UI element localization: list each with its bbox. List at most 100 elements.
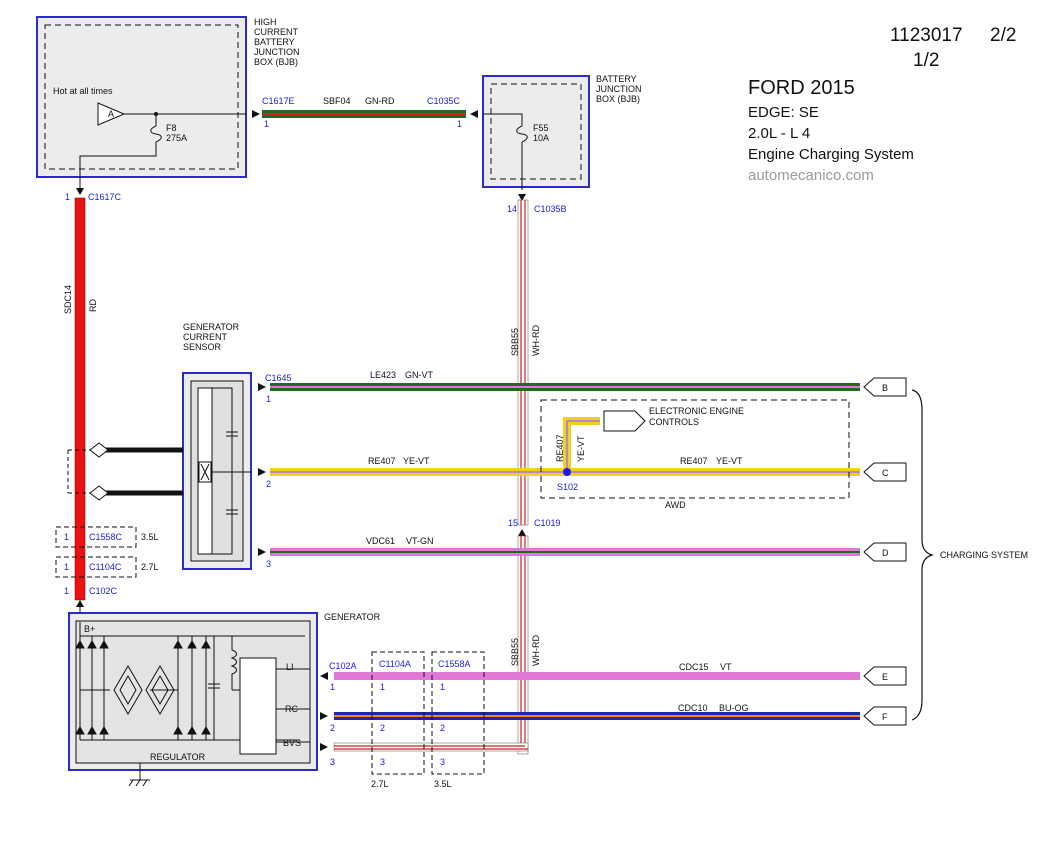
wire-sdc14 [74, 197, 86, 601]
fuse-f8-rating: 275A [166, 133, 187, 143]
c1104a-pin-1: 1 [380, 682, 385, 692]
generator-regulator: REGULATOR [150, 752, 206, 762]
fuse-f8-icon [150, 125, 162, 143]
site-credit: automecanico.com [748, 167, 874, 184]
branch-re407-label: RE407 [555, 434, 565, 462]
connector-c1035b: C1035B [534, 204, 567, 214]
model: EDGE: SE [748, 104, 819, 121]
output-d-connector [863, 542, 907, 562]
connector-c1035c: C1035C [427, 96, 461, 106]
wire-sbb55-upper [517, 199, 529, 526]
sensor-clamp [67, 442, 183, 501]
connector-c1617e: C1617E [262, 96, 295, 106]
connector-c1558c-note: 3.5L [141, 532, 159, 542]
wire-sbf04-color: GN-RD [365, 96, 395, 106]
header: 1123017 2/2 1/2 FORD 2015 EDGE: SE 2.0L … [748, 25, 1016, 184]
c102a-pin-3: 3 [330, 757, 335, 767]
wire-sbf04-label: SBF04 [323, 96, 351, 106]
c1558a-pin-2: 2 [440, 723, 445, 733]
wire-le423-color: GN-VT [405, 370, 434, 380]
wire-sdc14-color: RD [88, 299, 98, 312]
rectifier-diodes-icon [75, 622, 310, 755]
fuse-f55-icon [516, 125, 528, 143]
bjb-title-3: BOX (BJB) [596, 94, 640, 104]
wire-sbb55-label: SBB55 [510, 328, 520, 356]
hcbjb-box [36, 16, 247, 178]
arrow-up-icon [518, 529, 526, 536]
arrow-right-icon [258, 548, 266, 556]
wire-re407-color: YE-VT [403, 456, 430, 466]
wire-le423 [270, 383, 860, 391]
wire-le423-label: LE423 [370, 370, 396, 380]
connector-c1558a: C1558A [438, 659, 471, 669]
wire-cdc10-label: CDC10 [678, 703, 708, 713]
connector-c1558c-pin: 1 [64, 532, 69, 542]
generator-bplus: B+ [84, 624, 95, 634]
generator-term-li: LI [286, 662, 294, 672]
generator-box [68, 612, 318, 771]
wire-sbb55-lower-label: SBB55 [510, 638, 520, 666]
wire-sbf04 [262, 110, 466, 118]
wire-cdc15-label: CDC15 [679, 662, 709, 672]
c102a-pin-1: 1 [330, 682, 335, 692]
sub-page-number: 1/2 [913, 50, 939, 71]
hcbjb-title-1: HIGH [254, 17, 277, 27]
wire-le423-pin: 1 [266, 394, 271, 404]
wire-re407-branch [563, 417, 600, 472]
connector-c1035b-pin: 14 [507, 204, 517, 214]
connector-c1617c-pin: 1 [65, 192, 70, 202]
sensor-box [182, 372, 252, 570]
sensor-title-1: GENERATOR [183, 322, 240, 332]
wire-vdc61-pin: 3 [266, 559, 271, 569]
output-f-connector [863, 706, 907, 726]
fuse-f55-rating: 10A [533, 133, 549, 143]
doc-number: 1123017 [890, 25, 963, 46]
fuse-f55-name: F55 [533, 123, 549, 133]
wire-bvs [333, 742, 529, 752]
arrow-right-icon [320, 712, 328, 720]
wire-re407-right-label: RE407 [680, 456, 708, 466]
hot-at-all-times-label: Hot at all times [53, 86, 113, 96]
wire-cdc15 [334, 672, 860, 680]
fuse-f8-name: F8 [166, 123, 177, 133]
awd-box [540, 399, 850, 499]
page-number: 2/2 [990, 25, 1016, 46]
sensor-title-2: CURRENT [183, 332, 228, 342]
wire-sbb55-lower-color: WH-RD [531, 635, 541, 666]
generator-term-rc: RC [285, 704, 298, 714]
eec-connector [603, 410, 646, 432]
connector-c1104c-note: 2.7L [141, 562, 159, 572]
wire-vdc61 [270, 548, 860, 556]
output-e-connector [863, 666, 907, 686]
arrow-down-icon [76, 188, 84, 195]
wire-vdc61-label: VDC61 [366, 536, 395, 546]
output-c-label: C [882, 468, 889, 478]
awd-label: AWD [665, 500, 686, 510]
charging-system-brace [911, 389, 935, 721]
output-f-label: F [882, 712, 888, 722]
fuse-a-icon: A [97, 102, 126, 126]
output-c-connector [863, 462, 907, 482]
arrow-right-icon [320, 743, 328, 751]
arrow-right-icon [258, 468, 266, 476]
connector-c1558c-box [55, 526, 137, 548]
connector-c102c-pin: 1 [64, 586, 69, 596]
connector-c1019-pin: 15 [508, 518, 518, 528]
generator-term-bvs: BVS [283, 738, 301, 748]
system-title: Engine Charging System [748, 146, 914, 163]
wire-re407-pin: 2 [266, 479, 271, 489]
hcbjb-title-5: BOX (BJB) [254, 57, 298, 67]
make-year: FORD 2015 [748, 77, 855, 99]
connector-c1104c-box [55, 556, 137, 578]
arrow-left-icon [470, 110, 478, 118]
output-b-label: B [882, 383, 888, 393]
eec-title-1: ELECTRONIC ENGINE [649, 406, 744, 416]
engine: 2.0L - L 4 [748, 125, 810, 142]
connector-c102c: C102C [89, 586, 118, 596]
c1104a-note: 2.7L [371, 779, 389, 789]
connector-c1617e-pin: 1 [264, 119, 269, 129]
connector-c1104c: C1104C [89, 562, 122, 572]
connector-c102a: C102A [329, 661, 357, 671]
c1104a-pin-2: 2 [380, 723, 385, 733]
